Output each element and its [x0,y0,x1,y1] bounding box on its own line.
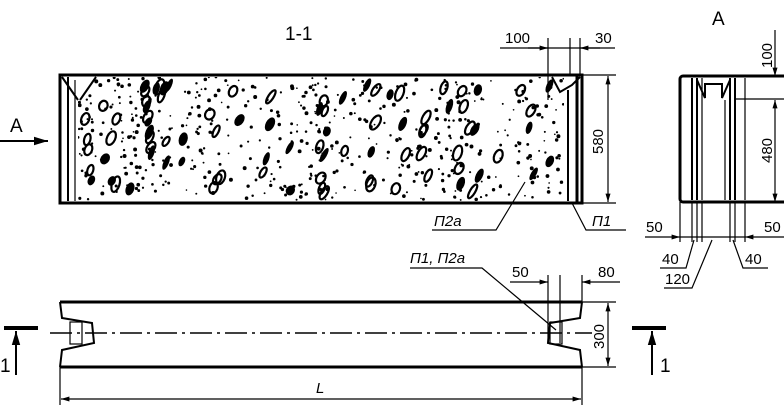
dim-length: L [316,380,324,397]
section-view: 1-1 A 100 30 [0,24,626,231]
view-arrow-label: A [10,116,23,137]
dim-end-40-right: 40 [745,251,762,268]
section-title: 1-1 [285,24,312,45]
label-p1: П1 [592,213,611,230]
dim-plan-80: 80 [598,264,615,281]
dim-end-40-left: 40 [662,251,679,268]
end-view-bars [691,78,784,200]
plan-end-left [59,301,96,368]
end-view-dims: 100 480 50 50 40 120 40 [645,30,784,289]
dim-end-50-left: 50 [646,219,663,236]
end-view: А 100 480 [645,9,784,289]
label-p1-p2a: П1, П2а [410,250,465,267]
reinforcement-left [61,76,97,201]
concrete-hatch [78,77,564,201]
beam-section-outline [58,73,584,205]
dim-30: 30 [595,30,612,47]
plan-dims: 50 80 П1, П2а 300 L [59,250,620,405]
leader-p1: П1 [571,202,626,231]
view-arrow-a: A [0,116,48,146]
dim-end-50-right: 50 [764,219,781,236]
plan-view: 50 80 П1, П2а 300 L 1 1 [0,250,671,405]
dim-top: 100 30 [500,30,615,75]
dim-580: 580 [590,129,607,154]
svg-text:1: 1 [0,356,11,377]
label-p2a: П2а [434,213,462,230]
section-mark-right: 1 [632,326,671,377]
dim-480: 480 [759,138,776,163]
svg-text:1: 1 [660,356,671,377]
leader-p2a: П2а [432,181,526,231]
dim-plan-50: 50 [512,264,529,281]
dim-end-100: 100 [759,43,776,68]
dim-height: 580 [582,74,616,204]
dim-100: 100 [505,30,530,47]
dim-end-120: 120 [665,271,690,288]
end-view-title: А [712,9,725,30]
section-mark-left: 1 [0,326,38,377]
plan-end-right [546,301,583,368]
dim-300: 300 [591,324,608,349]
reinforcement-right [547,75,581,203]
